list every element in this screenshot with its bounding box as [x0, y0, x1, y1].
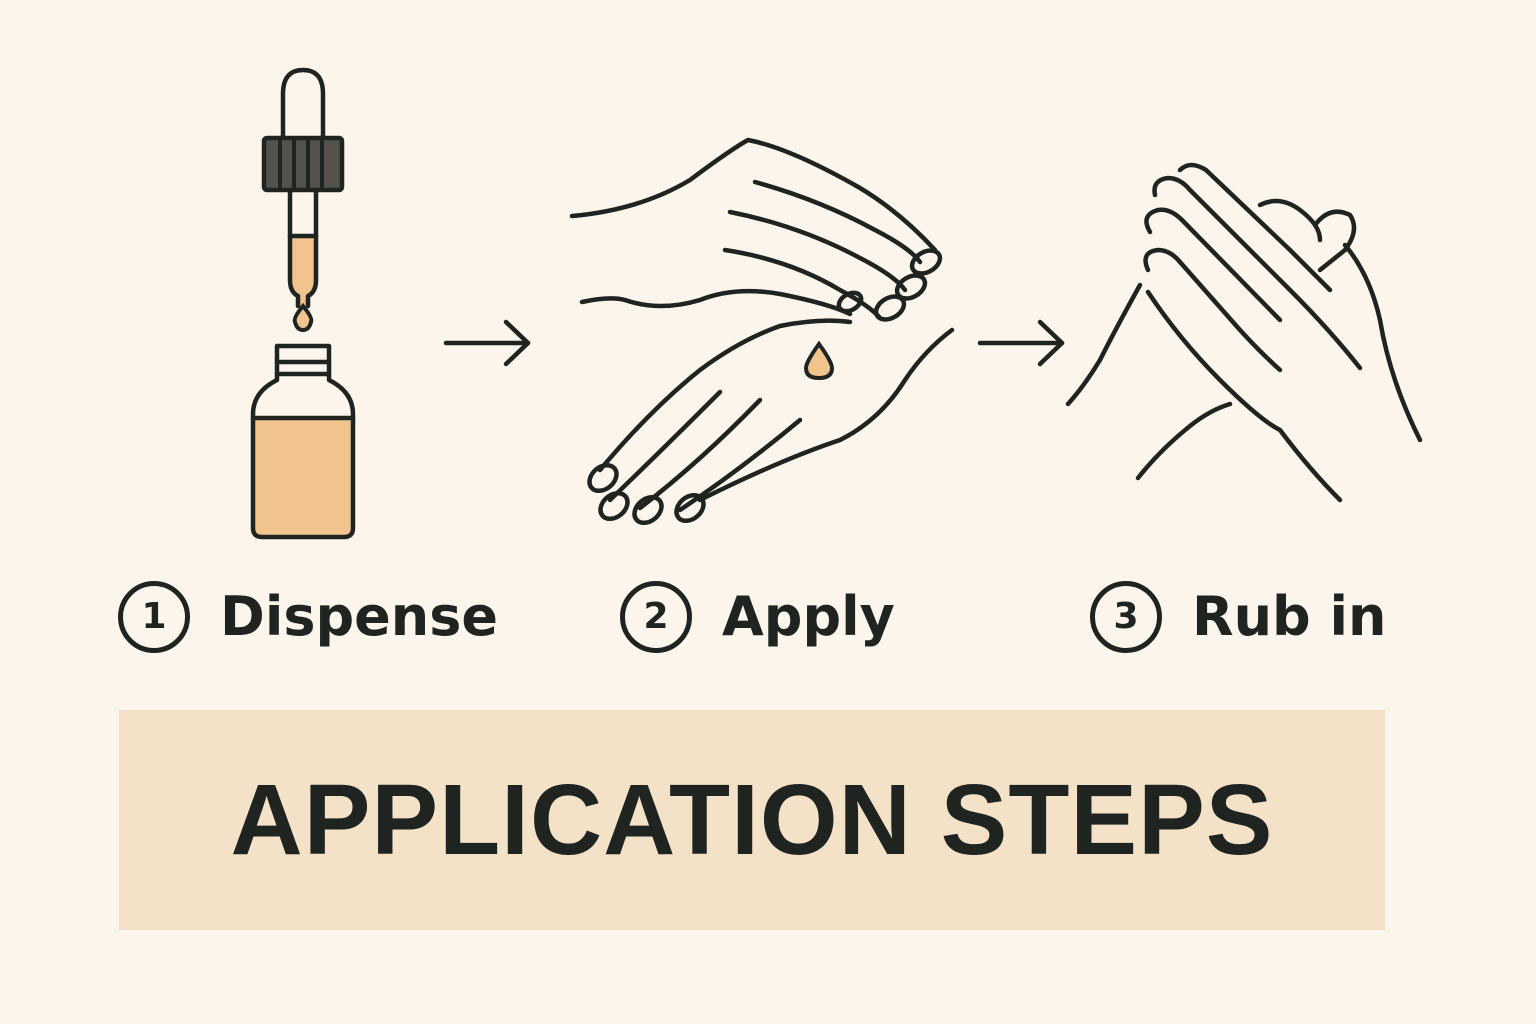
step-number-badge: 1 [118, 581, 190, 653]
step-dispense: 1 Dispense [118, 578, 498, 656]
step-label: Dispense [220, 585, 498, 648]
step-rub-in: 3 Rub in [1090, 578, 1386, 656]
hands-rub-icon [1065, 162, 1423, 503]
dropper-icon [261, 67, 345, 333]
serum-bottle-icon [250, 343, 356, 540]
step-label: Apply [722, 585, 895, 648]
arrow-right-icon [443, 319, 531, 367]
serum-drop-icon [803, 340, 835, 381]
step-number-badge: 3 [1090, 581, 1162, 653]
arrow-right-icon [977, 319, 1065, 367]
step-label: Rub in [1192, 585, 1387, 648]
hands-apply-icon [569, 137, 955, 526]
step-apply: 2 Apply [620, 578, 895, 656]
title-banner: APPLICATION STEPS [119, 710, 1385, 930]
page-title: APPLICATION STEPS [230, 764, 1274, 876]
step-number-badge: 2 [620, 581, 692, 653]
